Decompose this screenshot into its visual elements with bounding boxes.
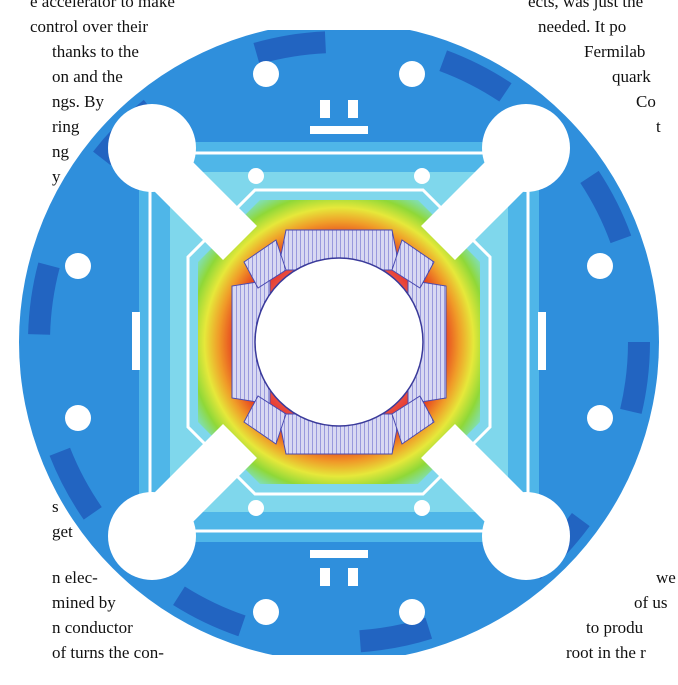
- right-line: to produ: [586, 618, 644, 637]
- right-line: needed. It po: [538, 17, 627, 36]
- left-line: y: [52, 167, 61, 186]
- right-line: Fermilab: [584, 42, 646, 61]
- left-line: get: [52, 522, 73, 541]
- left-line: n conductor: [52, 618, 133, 637]
- left-line: ngs. By: [52, 92, 104, 111]
- left-line: s: [52, 497, 59, 516]
- top-right-fragment: ects, was just the: [528, 0, 644, 11]
- right-line: of us: [634, 593, 668, 612]
- left-line: ring: [52, 117, 80, 136]
- left-line: on and the: [52, 67, 123, 86]
- left-line: thanks to the: [52, 42, 139, 61]
- left-line: mined by: [52, 593, 116, 612]
- coil-blocks: [231, 229, 447, 455]
- left-line: of turns the con-: [52, 643, 164, 662]
- bolt-holes: [65, 61, 613, 625]
- left-line: control over their: [30, 17, 149, 36]
- diagonal-spokes: [108, 104, 570, 580]
- right-line: Co: [636, 92, 656, 111]
- right-line: quark: [612, 67, 651, 86]
- right-line: we: [656, 568, 676, 587]
- left-line: ng: [52, 142, 69, 161]
- bore: [254, 257, 424, 427]
- top-left-fragment: e accelerator to make: [30, 0, 175, 11]
- right-line: t: [656, 117, 661, 136]
- left-line: n elec-: [52, 568, 98, 587]
- right-line: root in the r: [566, 643, 646, 662]
